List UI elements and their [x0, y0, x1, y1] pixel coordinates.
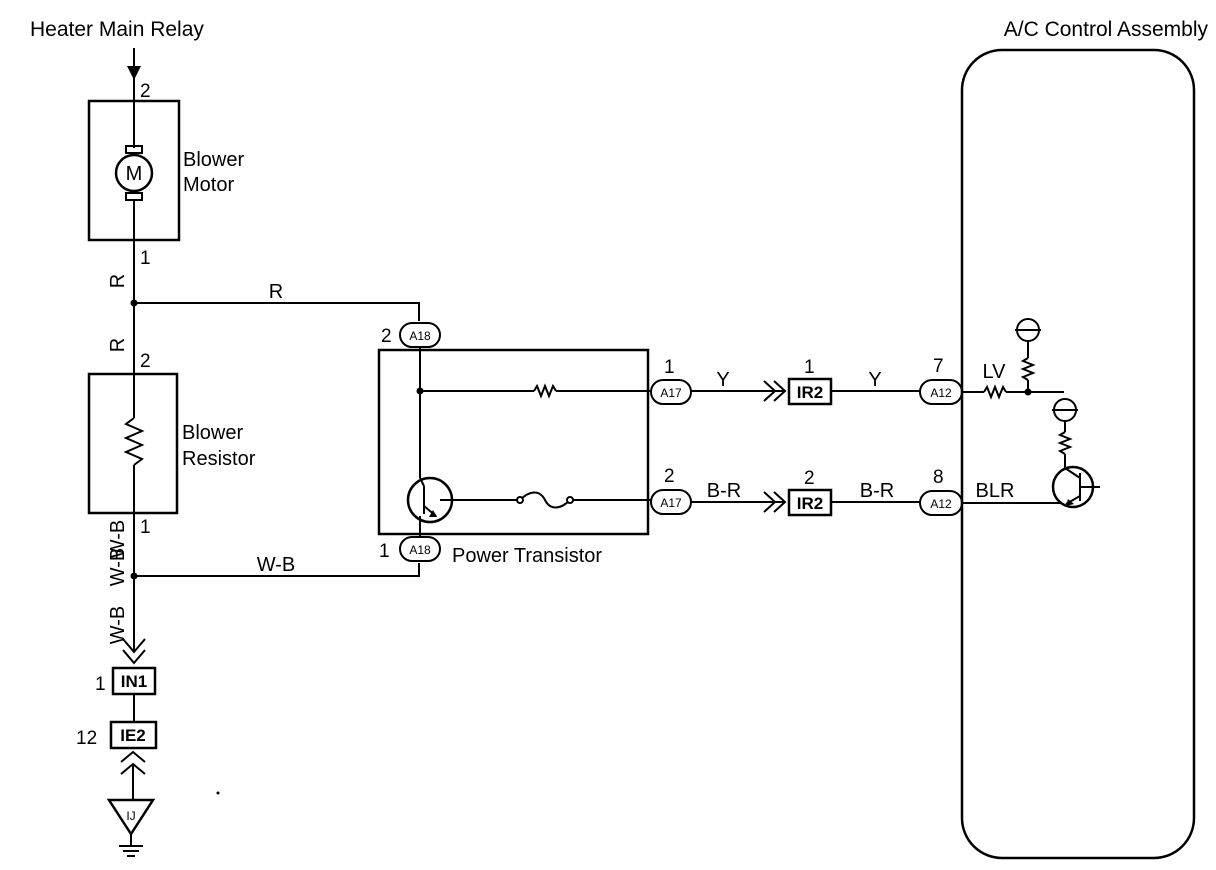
motor-pin-top: 2	[140, 81, 151, 102]
ir2-pin-bottom: 2	[804, 468, 815, 489]
wire-r-horizontal-label: R	[269, 281, 283, 303]
motor-icon	[114, 153, 154, 193]
connector-ie2	[109, 720, 158, 750]
wire-y-left: Y	[716, 369, 729, 391]
ir2-pin-top: 1	[804, 357, 815, 378]
power-transistor-label: Power Transistor	[452, 545, 602, 567]
in1-pin: 1	[95, 674, 106, 695]
connector-ir2-top-label: IR2	[797, 383, 823, 402]
a17-pin-top: 1	[664, 357, 675, 378]
chevron-right-icon	[763, 491, 777, 513]
chevron-right-icon	[763, 380, 777, 402]
connector-in1-label: IN1	[121, 672, 147, 691]
ac-transistor-icon	[1051, 465, 1100, 509]
wire-lv: LV	[983, 361, 1007, 383]
connector-ir2-bottom	[787, 488, 833, 517]
blower-resistor-label-2: Resistor	[182, 448, 256, 470]
wire-r-horizontal	[134, 302, 420, 321]
fuse-icon	[519, 491, 571, 509]
chevron-down-icon	[122, 638, 146, 654]
wire-wb-horizontal	[134, 563, 420, 577]
connector-a12-bottom-label: A12	[930, 497, 952, 511]
wire-wb-vertical-1: W-B	[107, 520, 129, 559]
wire-r-vertical-1: R	[107, 274, 129, 288]
wire-r-vertical-2: R	[107, 338, 129, 352]
ground-label: IJ	[126, 809, 135, 823]
lv-resistor-icon	[983, 384, 1007, 400]
power-transistor-box	[377, 348, 650, 536]
ac-control-assembly-box	[960, 48, 1196, 860]
ie2-pin: 12	[76, 728, 97, 749]
motor-pin-bottom: 1	[140, 248, 151, 269]
resistor-pin-bottom: 1	[140, 517, 151, 538]
blower-resistor-label-1: Blower	[182, 422, 243, 444]
wire-wb-vertical-2: W-B	[107, 548, 129, 587]
ac-control-assembly-label: A/C Control Assembly	[1004, 18, 1209, 41]
connector-a18-bottom-label: A18	[409, 543, 431, 557]
connector-ir2-bottom-label: IR2	[797, 494, 823, 513]
wire-blr: BLR	[976, 480, 1015, 502]
wire-br-left: B-R	[707, 480, 741, 502]
wire-y-right: Y	[868, 369, 881, 391]
connector-a17-top-label: A17	[660, 386, 682, 400]
resistor-pin-top: 2	[140, 351, 151, 372]
connector-a12-top-label: A12	[930, 386, 952, 400]
wire-br-right: B-R	[860, 480, 894, 502]
a12-pin-top: 7	[933, 356, 944, 377]
blower-motor-label-2: Motor	[183, 174, 234, 196]
connector-ir2-top	[787, 377, 833, 406]
wire-wb-vertical-3: W-B	[107, 606, 129, 645]
blower-motor: M	[87, 99, 181, 242]
blower-motor-label-1: Blower	[183, 149, 244, 171]
motor-symbol: M	[126, 163, 143, 185]
a12-pin-bottom: 8	[933, 467, 944, 488]
internal-resistor-icon	[533, 383, 557, 399]
a18-pin-top: 2	[381, 326, 392, 347]
heater-main-relay-label: Heater Main Relay	[30, 18, 204, 41]
connector-a17-bottom-label: A17	[660, 496, 682, 510]
a18-pin-bottom: 1	[379, 541, 390, 562]
blower-resistor	[87, 372, 179, 515]
transistor-icon	[406, 476, 454, 537]
connector-a18-top-label: A18	[409, 329, 431, 343]
resistor-icon	[123, 417, 145, 466]
connector-ie2-label: IE2	[120, 726, 146, 745]
wire-wb-horizontal-label: W-B	[257, 554, 296, 576]
ground-icon: IJ	[106, 798, 156, 857]
a17-pin-bottom: 2	[664, 466, 675, 487]
arrow-down-icon	[127, 66, 141, 80]
chevron-up-icon	[120, 750, 146, 763]
left-trunk	[127, 48, 141, 650]
